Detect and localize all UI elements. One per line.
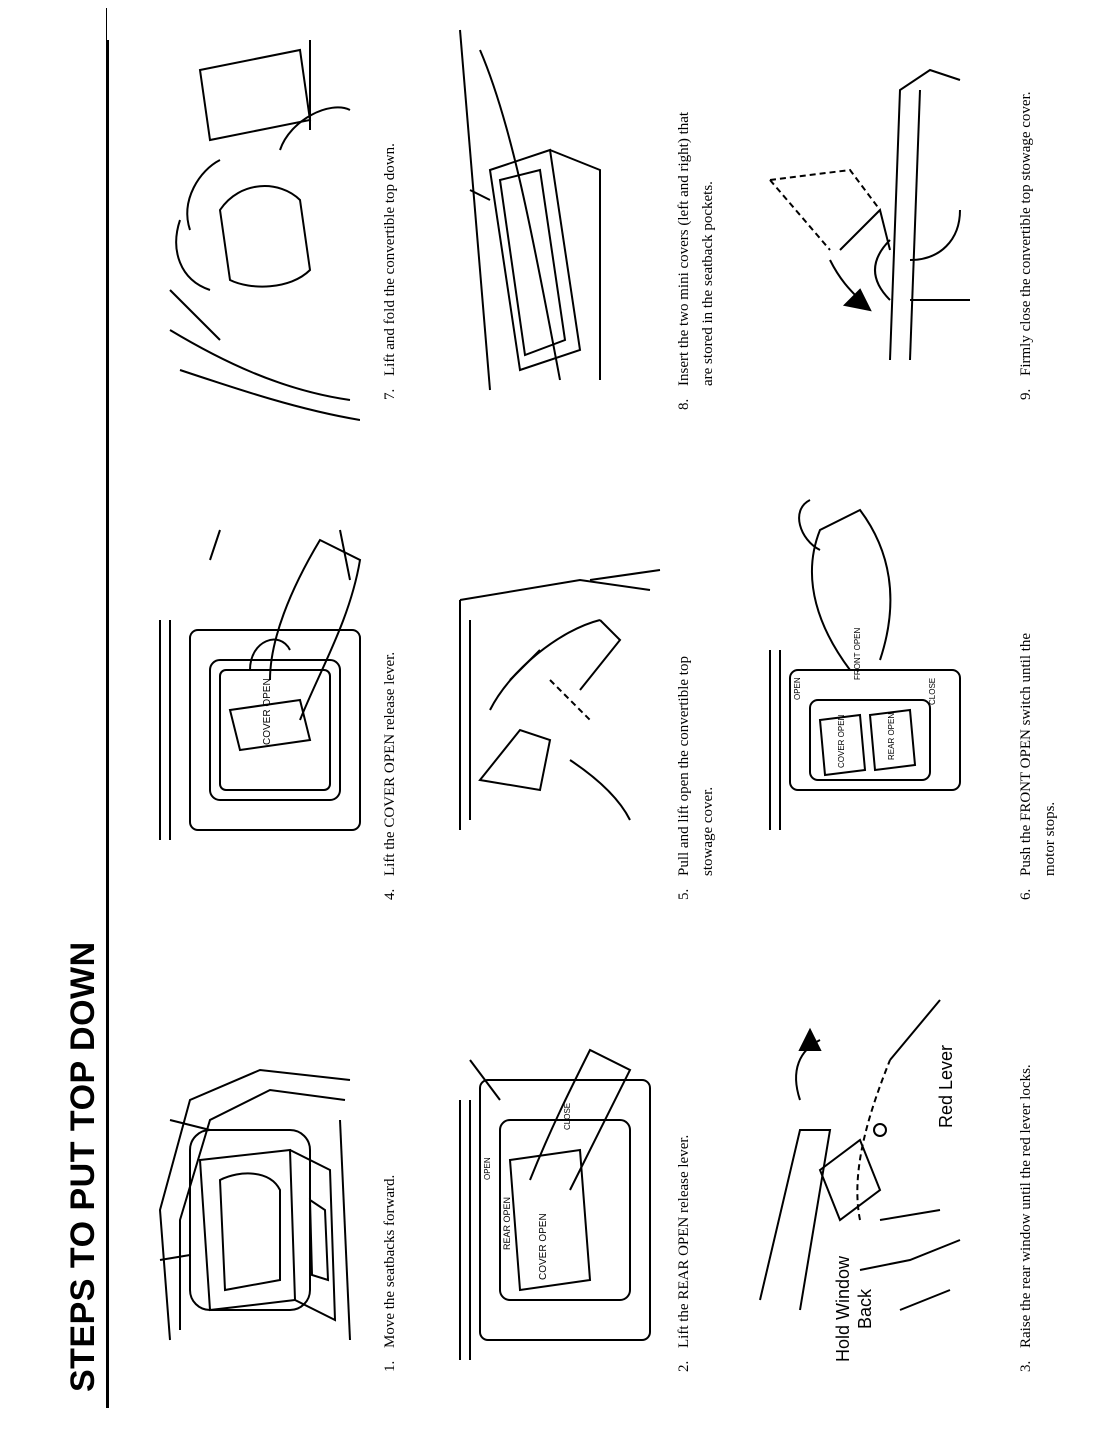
front-open-label-fig6: FRONT OPEN <box>853 627 862 680</box>
step-4-caption: 4.Lift the COVER OPEN release lever. <box>382 651 398 900</box>
rear-open-label-fig2: REAR OPEN <box>502 1197 512 1250</box>
hold-window-back-label: Hold Window Back <box>833 1255 875 1362</box>
figure-rear-open-lever: COVER OPEN REAR OPEN OPEN CLOSE <box>450 1040 670 1370</box>
step-5-caption: 5.Pull and lift open the convertible top… <box>676 656 716 900</box>
title-rule <box>106 40 109 1408</box>
step-3-caption: 3.Raise the rear window until the red le… <box>1018 1064 1034 1372</box>
step-2-caption: 2.Lift the REAR OPEN release lever. <box>676 1134 692 1372</box>
open-label-fig2: OPEN <box>483 1157 492 1180</box>
step-7-caption: 7.Lift and fold the convertible top down… <box>382 143 398 400</box>
step-9-caption: 9.Firmly close the convertible top stowa… <box>1018 91 1034 400</box>
figure-seatbacks <box>150 1060 360 1360</box>
red-lever-label: Red Lever <box>936 1044 956 1128</box>
figure-stowage-cover <box>450 560 670 840</box>
title-rule-top <box>106 8 107 40</box>
figure-mini-covers <box>450 20 610 400</box>
figure-close-stowage-cover <box>750 60 980 370</box>
close-label-fig2: CLOSE <box>563 1103 572 1130</box>
cover-open-label-fig4: COVER OPEN <box>262 678 273 745</box>
rear-open-label-fig6: REAR OPEN <box>887 713 896 760</box>
step-8-caption: 8.Insert the two mini covers (left and r… <box>676 111 716 410</box>
step-6-caption: 6.Push the FRONT OPEN switch until the m… <box>1018 632 1058 900</box>
cover-open-label-fig2: COVER OPEN <box>538 1213 549 1280</box>
figure-fold-top <box>160 30 360 430</box>
cover-open-label-fig6: COVER OPEN <box>837 714 846 768</box>
close-label-fig6: CLOSE <box>928 678 937 705</box>
figure-raise-rear-window <box>740 990 970 1370</box>
page-title: STEPS TO PUT TOP DOWN <box>64 941 102 1392</box>
figure-cover-open-lever: COVER OPEN <box>150 520 370 850</box>
open-label-fig6: OPEN <box>793 677 802 700</box>
figure-front-open-switch: COVER OPEN REAR OPEN OPEN CLOSE FRONT OP… <box>760 490 970 840</box>
step-1-caption: 1.Move the seatbacks forward. <box>382 1174 398 1372</box>
